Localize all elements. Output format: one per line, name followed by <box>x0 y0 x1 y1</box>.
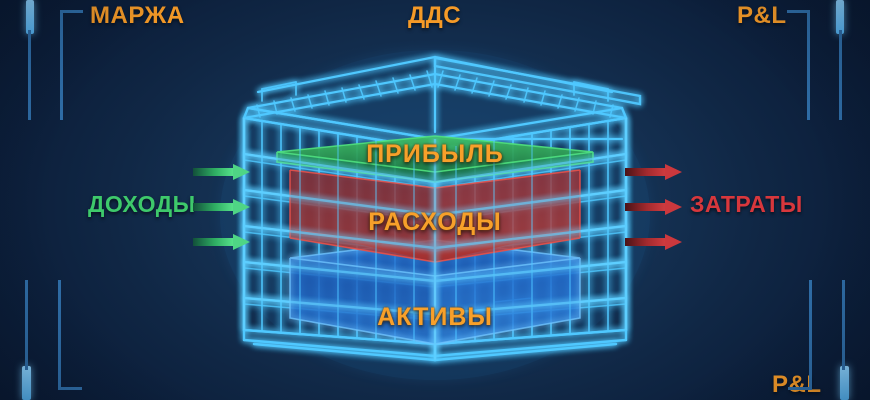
arrow-head <box>665 164 682 180</box>
arrow-shaft <box>193 238 233 246</box>
label-pl-top: P&L <box>737 2 787 29</box>
band-label-assets: АКТИВЫ <box>377 303 493 331</box>
label-marzha: МАРЖА <box>90 2 185 29</box>
band-label-expenses: РАСХОДЫ <box>368 208 502 236</box>
arrow-head <box>665 234 682 250</box>
label-zatraty: ЗАТРАТЫ <box>690 191 803 217</box>
arrow-head <box>233 199 250 215</box>
arrow-head <box>665 199 682 215</box>
arrow-head <box>233 164 250 180</box>
arrow-shaft <box>625 168 665 176</box>
band-label-profit: ПРИБЫЛЬ <box>366 140 504 168</box>
label-pl-bottom: P&L <box>772 371 822 398</box>
arrow-shaft <box>193 203 233 211</box>
arrow-shaft <box>625 203 665 211</box>
arrow-shaft <box>193 168 233 176</box>
arrow-shaft <box>625 238 665 246</box>
label-dohody: ДОХОДЫ <box>88 191 196 217</box>
label-dds: ДДС <box>408 2 462 29</box>
arrow-head <box>233 234 250 250</box>
